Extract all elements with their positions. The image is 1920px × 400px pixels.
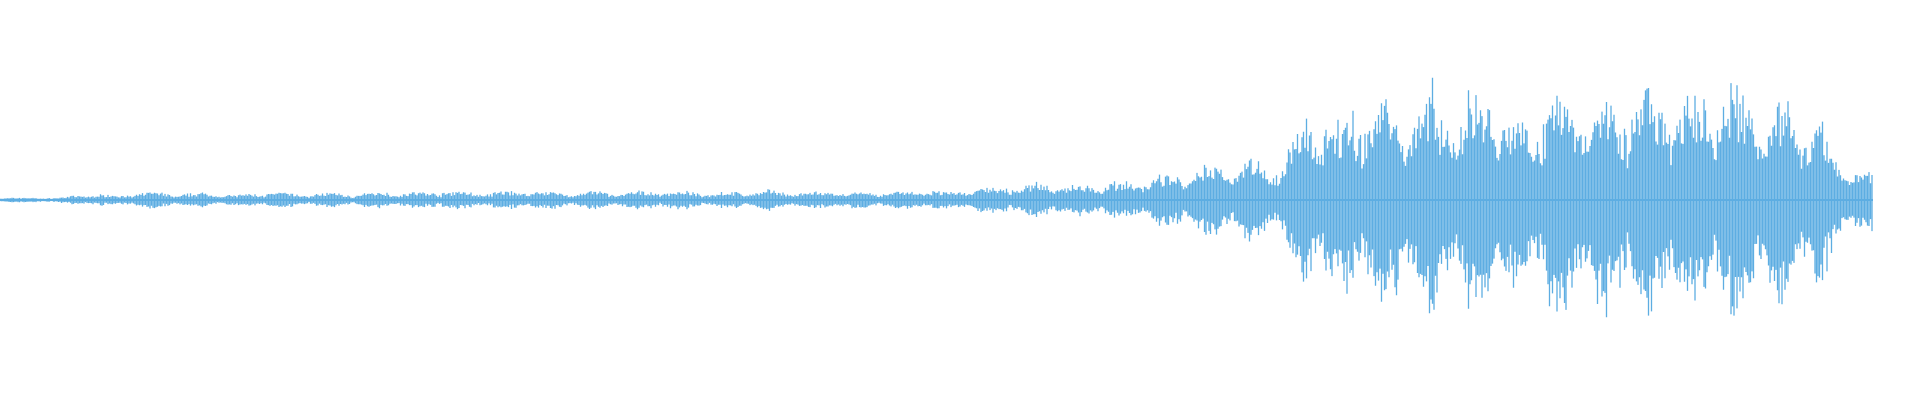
waveform-bars	[0, 77, 1873, 318]
waveform-series	[0, 77, 1873, 318]
